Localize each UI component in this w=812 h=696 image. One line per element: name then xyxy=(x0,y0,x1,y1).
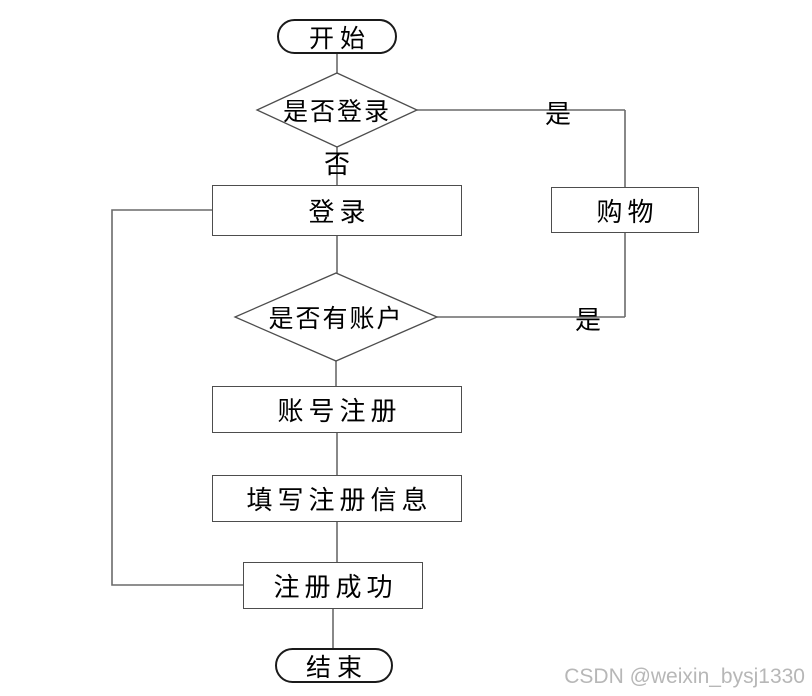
end-terminator: 结束 xyxy=(275,648,393,683)
decision-login-check-shape xyxy=(255,72,419,148)
decision-account-check-label: 是否有账户 xyxy=(268,304,404,333)
process-register: 账号注册 xyxy=(212,386,462,433)
process-fill-info: 填写注册信息 xyxy=(212,475,462,522)
process-shopping: 购物 xyxy=(551,187,699,233)
edge-label-no: 否 xyxy=(323,149,350,180)
edge-label-yes-account: 是 xyxy=(574,305,601,336)
edge-label-yes-login: 是 xyxy=(544,99,571,130)
process-login: 登录 xyxy=(212,185,462,236)
start-terminator: 开始 xyxy=(277,19,397,54)
decision-login-check-label: 是否登录 xyxy=(282,97,391,126)
process-register-success: 注册成功 xyxy=(243,562,423,609)
csdn-watermark: CSDN @weixin_bysj1330 xyxy=(564,665,805,688)
decision-account-check-shape xyxy=(233,272,439,362)
edge-success-loop-to-login xyxy=(111,209,243,586)
